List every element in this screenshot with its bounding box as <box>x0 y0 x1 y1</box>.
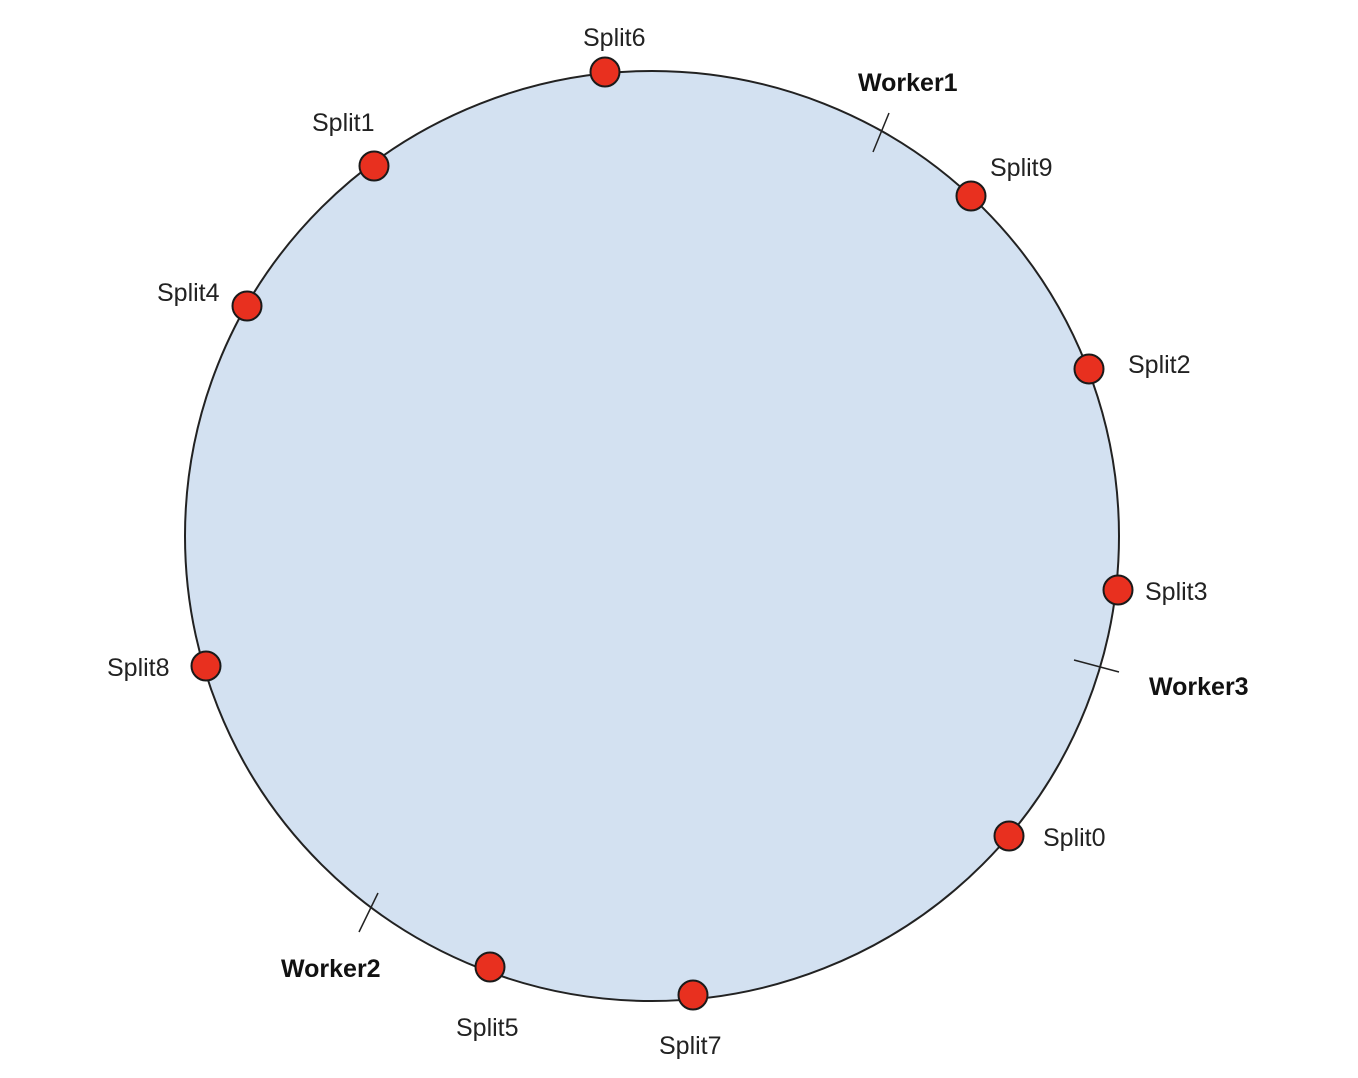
split-node-split4 <box>231 290 263 322</box>
split-node-split5 <box>474 951 506 983</box>
split-node-split7 <box>677 979 709 1011</box>
split-label-split8: Split8 <box>107 654 170 682</box>
split-label-split2: Split2 <box>1128 351 1191 379</box>
split-label-split5: Split5 <box>456 1014 519 1042</box>
worker2-boundary-marker <box>358 892 379 933</box>
split-node-split6 <box>589 56 621 88</box>
split-label-split3: Split3 <box>1145 578 1208 606</box>
split-node-split2 <box>1073 353 1105 385</box>
worker-label-worker1: Worker1 <box>858 69 958 97</box>
split-label-split1: Split1 <box>312 109 375 137</box>
worker-label-worker2: Worker2 <box>281 955 381 983</box>
split-label-split9: Split9 <box>990 154 1053 182</box>
split-label-split6: Split6 <box>583 24 646 52</box>
split-node-split3 <box>1102 574 1134 606</box>
split-node-split1 <box>358 150 390 182</box>
split-node-split8 <box>190 650 222 682</box>
split-label-split4: Split4 <box>157 279 220 307</box>
split-label-split0: Split0 <box>1043 824 1106 852</box>
split-node-split0 <box>993 820 1025 852</box>
split-node-split9 <box>955 180 987 212</box>
worker1-boundary-marker <box>872 112 890 153</box>
hash-ring <box>184 70 1120 1002</box>
worker-label-worker3: Worker3 <box>1149 673 1249 701</box>
split-label-split7: Split7 <box>659 1032 722 1060</box>
worker3-boundary-marker <box>1073 659 1120 673</box>
